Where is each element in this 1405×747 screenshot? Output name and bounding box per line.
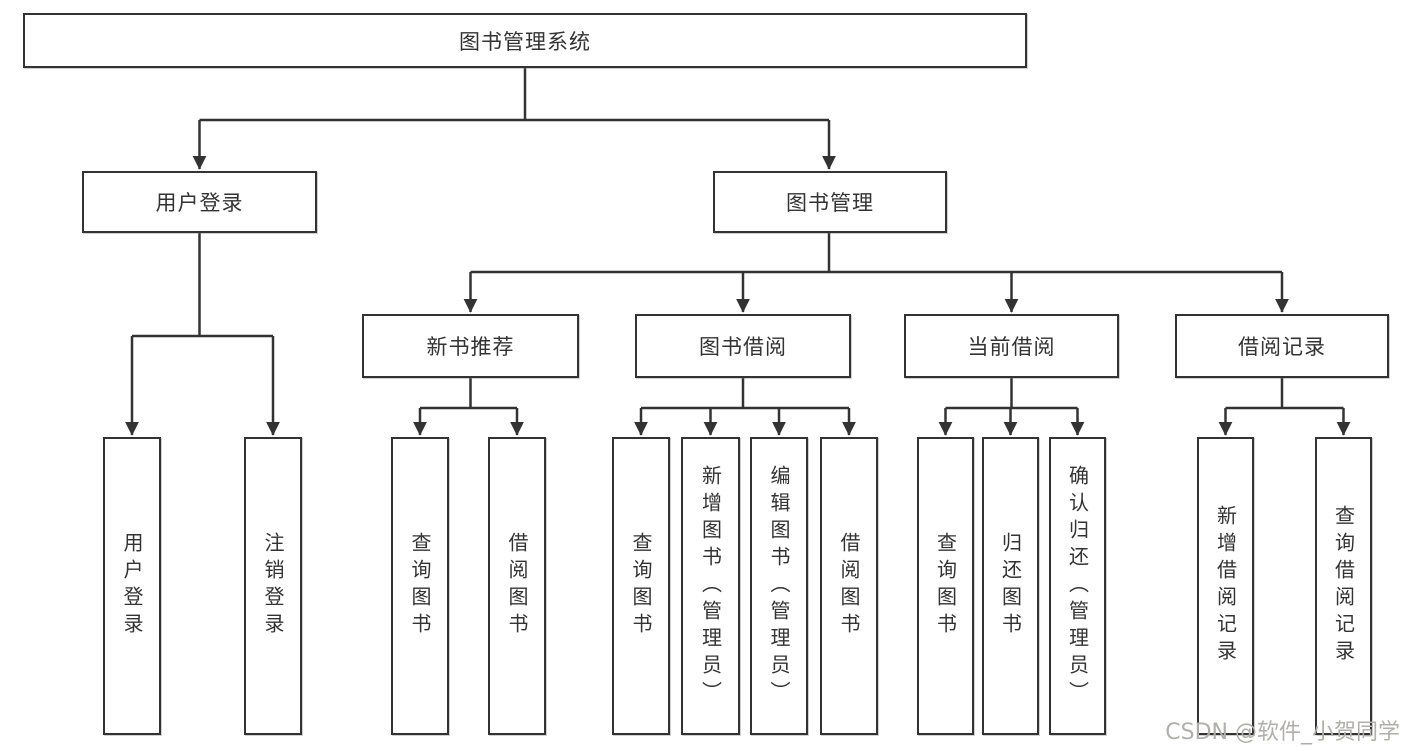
node-leaf-borrowing-borrow-books: 借阅图书 (820, 437, 878, 735)
node-leaf-current-query-books: 查询图书 (917, 437, 974, 735)
node-new-book-recommendation: 新书推荐 (362, 314, 579, 378)
node-label: 图书管理 (786, 191, 874, 215)
node-label: 借阅图书 (837, 532, 861, 640)
node-label: 编辑图书（管理员） (767, 464, 791, 708)
node-label: 注销登录 (261, 532, 285, 640)
node-leaf-current-confirm-return-admin: 确认归还（管理员） (1049, 437, 1106, 735)
node-borrowing-records: 借阅记录 (1175, 314, 1389, 378)
node-leaf-borrowing-query-books: 查询图书 (612, 437, 670, 735)
node-leaf-logout-login: 注销登录 (244, 437, 302, 735)
node-book-management-branch: 图书管理 (713, 171, 947, 233)
node-label: 借阅图书 (505, 532, 529, 640)
node-label: 查询借阅记录 (1331, 505, 1356, 667)
node-label: 归还图书 (998, 532, 1023, 640)
node-book-borrowing: 图书借阅 (635, 314, 851, 378)
node-leaf-user-login: 用户登录 (103, 437, 161, 735)
node-current-borrowing: 当前借阅 (904, 314, 1119, 378)
node-label: 借阅记录 (1238, 335, 1326, 359)
node-leaf-recommend-query-books: 查询图书 (391, 437, 449, 735)
node-label: 查询图书 (629, 532, 653, 640)
node-leaf-query-borrow-record: 查询借阅记录 (1315, 437, 1372, 735)
node-label: 用户登录 (120, 532, 144, 640)
watermark: CSDN @软件_小贺同学 (1165, 720, 1400, 745)
node-label: 当前借阅 (967, 335, 1056, 359)
node-label: 图书管理系统 (459, 29, 591, 54)
node-leaf-current-return-books: 归还图书 (982, 437, 1039, 735)
node-library-management-system: 图书管理系统 (23, 13, 1027, 68)
node-label: 新增图书（管理员） (698, 464, 723, 708)
node-label: 用户登录 (155, 191, 244, 215)
node-label: 查询图书 (408, 532, 432, 640)
node-leaf-borrowing-add-books-admin: 新增图书（管理员） (681, 437, 740, 735)
node-user-login-branch: 用户登录 (82, 171, 317, 233)
node-leaf-add-borrow-record: 新增借阅记录 (1197, 437, 1254, 735)
node-leaf-recommend-borrow-books: 借阅图书 (488, 437, 546, 735)
node-label: 新书推荐 (426, 335, 515, 359)
node-label: 查询图书 (933, 532, 958, 640)
node-label: 新增借阅记录 (1213, 505, 1238, 667)
node-label: 确认归还（管理员） (1065, 464, 1090, 708)
node-leaf-borrowing-edit-books-admin: 编辑图书（管理员） (750, 437, 808, 735)
node-label: 图书借阅 (699, 335, 787, 359)
